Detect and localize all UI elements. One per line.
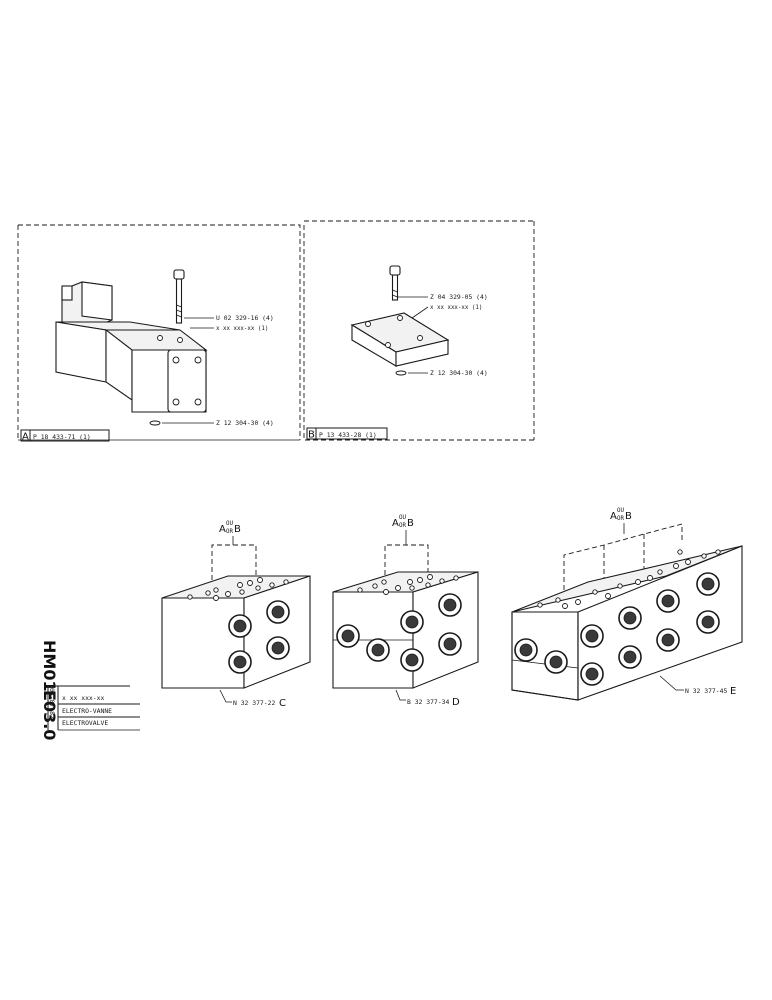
electrovalve-drawing xyxy=(55,281,208,413)
manifold-c-port-label: A OU OR B xyxy=(219,521,241,535)
side-code-1: HM01 xyxy=(40,640,59,692)
svg-text:OR: OR xyxy=(617,516,624,522)
panel-a-valve-ref: x xx xxx-xx (1) xyxy=(216,326,268,332)
svg-text:OU: OU xyxy=(226,521,233,527)
cover-plate-drawing xyxy=(350,312,450,367)
manifold-e: A OU OR B xyxy=(511,508,743,701)
title-name-fr: ELECTRO-VANNE xyxy=(62,707,112,715)
svg-text:A: A xyxy=(219,524,226,535)
panel-b-ref-box xyxy=(306,427,388,440)
title-part-no: x xx xxx-xx xyxy=(62,694,104,702)
svg-text:OR: OR xyxy=(399,523,406,529)
oring-a-drawing xyxy=(149,420,161,426)
panel-a-ref-box xyxy=(20,429,110,442)
svg-text:B: B xyxy=(407,518,414,529)
screw-b-drawing xyxy=(389,265,401,301)
oring-b-drawing xyxy=(395,370,407,376)
title-date: 05-07-82 xyxy=(48,688,56,719)
manifold-e-port-label: A OU OR B xyxy=(610,508,632,522)
panel-a: U 02 329-16 (4) x xx xxx-xx (1) Z 12 304… xyxy=(17,224,301,443)
manifold-c-ref: N 32 377-22 xyxy=(233,699,275,707)
svg-text:OR: OR xyxy=(226,529,233,535)
panel-b-border-lb xyxy=(303,225,534,441)
svg-text:B: B xyxy=(625,511,632,522)
side-code-2: E03.0 xyxy=(40,690,59,740)
manifold-d-ref: B 32 377-34 xyxy=(407,698,449,706)
panel-b-plate-ref: x xx xxx-xx (1) xyxy=(430,305,482,311)
panel-b-screw-ref: Z 04 329-05 (4) xyxy=(430,293,488,301)
title-block: HM01 E03.0 05-07-82 x xx xxx-xx ELECTRO-… xyxy=(40,640,140,740)
manifold-d-port-label: A OU OR B xyxy=(392,515,414,529)
svg-text:OU: OU xyxy=(617,508,624,514)
panel-a-ref: P 18 433-71 (1) xyxy=(33,433,91,441)
svg-text:A: A xyxy=(610,511,617,522)
panel-b: Z 04 329-05 (4) x xx xxx-xx (1) Z 12 304… xyxy=(303,220,535,441)
panel-a-screw-ref: U 02 329-16 (4) xyxy=(216,314,274,322)
panel-a-letter: A xyxy=(22,432,29,443)
panel-b-oring-ref: Z 12 304-30 (4) xyxy=(430,369,488,377)
manifold-c-letter: C xyxy=(279,698,286,709)
panel-b-letter: B xyxy=(308,430,315,441)
manifold-d: A OU OR B xyxy=(332,515,479,708)
manifold-d-letter: D xyxy=(452,697,460,708)
svg-text:A: A xyxy=(392,518,399,529)
manifold-e-ref: N 32 377-45 xyxy=(685,687,727,695)
manifold-c: A OU OR B xyxy=(161,521,311,709)
manifold-e-letter: E xyxy=(730,686,736,697)
panel-b-ref: P 13 433-28 (1) xyxy=(319,431,377,439)
svg-text:B: B xyxy=(234,524,241,535)
panel-a-border-top xyxy=(18,224,301,440)
svg-text:OU: OU xyxy=(399,515,406,521)
screw-a-drawing xyxy=(173,269,185,324)
panel-a-oring-ref: Z 12 304-30 (4) xyxy=(216,419,274,427)
title-name-en: ELECTROVALVE xyxy=(62,719,108,727)
